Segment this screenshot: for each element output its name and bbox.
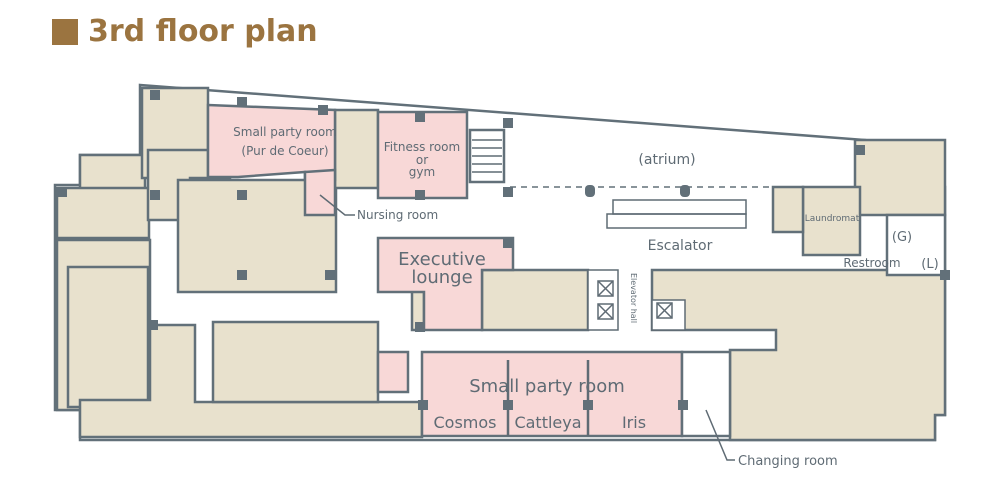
label-small-party-room: Small party room (469, 376, 625, 397)
left-inner-room (66, 265, 150, 409)
laundromat-room (801, 185, 862, 257)
banquet-room-south (211, 320, 380, 404)
label-laundromat: Laundromat (805, 214, 860, 224)
label-escalator: Escalator (648, 238, 713, 254)
title-square-icon (52, 18, 78, 45)
pur-de-coeur-room[interactable] (206, 103, 337, 182)
changing-leader (705, 409, 735, 461)
label-fitness-line3: gym (409, 165, 435, 179)
left-small-rooms (55, 186, 151, 240)
label-restroom-g: (G) (892, 230, 912, 245)
escalator-shape (606, 199, 747, 229)
executive-lounge[interactable] (376, 236, 515, 332)
label-cattleya: Cattleya (514, 413, 581, 432)
columns (57, 90, 950, 410)
label-executive-line1: Executive (398, 249, 486, 270)
title-text: 3rd floor plan (88, 14, 318, 49)
east-hall (650, 268, 947, 442)
south-corridor-room (78, 323, 424, 439)
elevator-hall-shape (587, 269, 686, 331)
label-atrium: (atrium) (638, 152, 695, 168)
label-restroom-l: (L) (921, 257, 938, 272)
nursing-leader (319, 194, 355, 216)
label-cosmos: Cosmos (433, 413, 496, 432)
label-nursing: Nursing room (357, 208, 438, 222)
room-beside-exec (480, 268, 590, 332)
stairs-steps (472, 139, 502, 173)
label-pur-line1: Small party room (233, 125, 337, 139)
restroom-block (885, 213, 947, 277)
small-pink-room[interactable] (376, 350, 410, 394)
label-changing: Changing room (738, 454, 838, 469)
small-party-room[interactable] (420, 350, 684, 438)
label-pur-line2: (Pur de Coeur) (241, 144, 328, 158)
east-upper-block (853, 138, 947, 217)
label-iris: Iris (622, 413, 646, 432)
fitness-room[interactable] (376, 110, 469, 200)
label-fitness-line2: or (416, 153, 428, 167)
label-elevator-hall: Elevator hall (629, 273, 638, 323)
label-fitness-line1: Fitness room (384, 140, 460, 154)
page-title: 3rd floor plan (52, 14, 318, 49)
room-east-of-pur (333, 108, 380, 190)
laundromat-side (771, 185, 805, 234)
label-restroom: Restroom (843, 256, 900, 270)
label-executive-line2: lounge (411, 267, 472, 288)
changing-room[interactable] (680, 350, 732, 438)
nursing-room[interactable] (303, 168, 337, 217)
